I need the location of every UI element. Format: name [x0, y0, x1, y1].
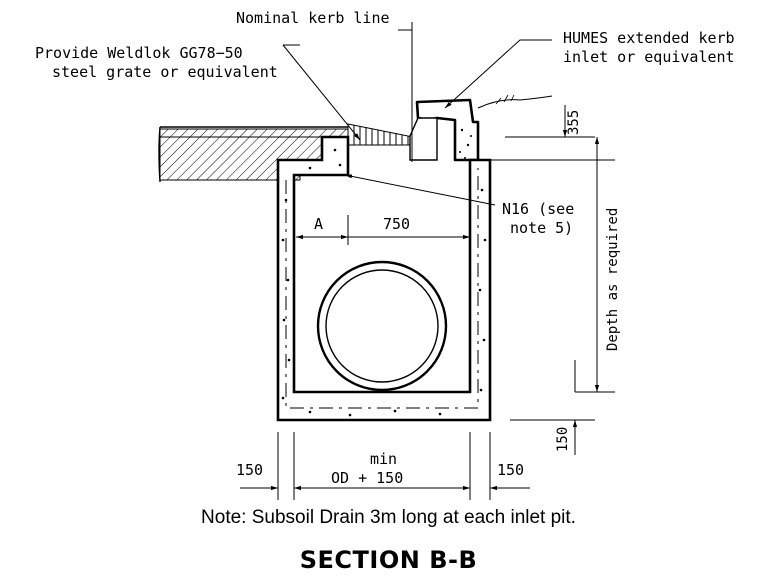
dim-150-left-label: 150 [236, 461, 263, 479]
section-title: SECTION B-B [299, 546, 478, 574]
dim-150-right-label: 150 [555, 427, 571, 452]
subsoil-pipe [316, 260, 448, 392]
dim-750-label: 750 [383, 215, 410, 233]
pit-walls [276, 135, 492, 422]
humes-label-line2: inlet or equivalent [563, 48, 735, 66]
kerb-inlet [409, 94, 553, 162]
dim-a-label: A [314, 215, 323, 233]
grate-label-line2: steel grate or equivalent [52, 63, 278, 81]
n16-label-line1: N16 (see [502, 200, 574, 218]
steel-grate [347, 123, 419, 146]
grate-label-line1: Provide Weldlok GG78−50 [35, 44, 243, 62]
min-label: min [370, 450, 397, 468]
dim-355-label: 355 [566, 110, 582, 135]
nominal-kerb-label: Nominal kerb line [236, 9, 390, 27]
leader-lines [282, 22, 552, 206]
dim-150-bottom-label: 150 [497, 461, 524, 479]
humes-label-line1: HUMES extended kerb [563, 29, 735, 47]
subsoil-note: Note: Subsoil Drain 3m long at each inle… [201, 507, 576, 528]
depth-label: Depth as required [605, 208, 621, 351]
od-plus-150-label: OD + 150 [331, 469, 403, 487]
dimensions [240, 105, 615, 500]
n16-label-line2: note 5) [510, 219, 573, 237]
